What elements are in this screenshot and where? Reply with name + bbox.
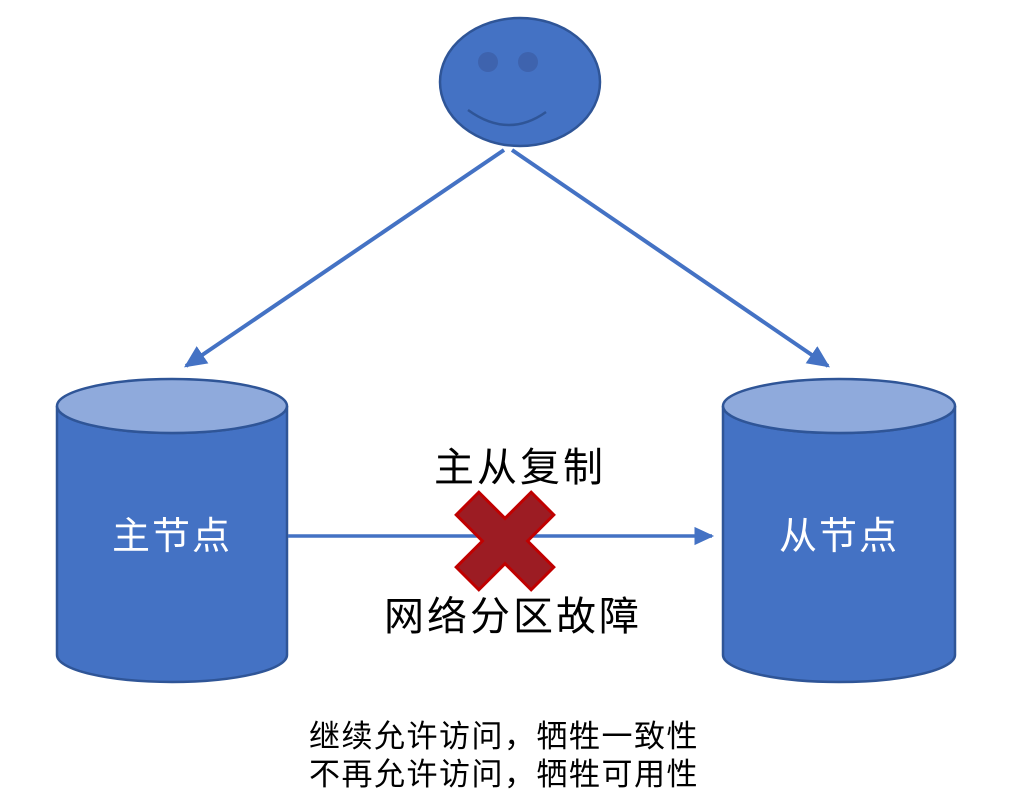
smiley-right-eye: [518, 52, 538, 72]
smiley-mouth: [467, 108, 547, 127]
note-line-2: 不再允许访问，牺牲可用性: [309, 757, 699, 792]
network-partition-x-icon: [454, 490, 556, 592]
master-node-label: 主节点: [111, 516, 232, 558]
cap-tradeoff-notes: 继续允许访问，牺牲一致性 不再允许访问，牺牲可用性: [254, 718, 754, 794]
smiley-face-icon: [438, 16, 602, 148]
network-fault-label: 网络分区故障: [384, 595, 642, 639]
replication-label: 主从复制: [434, 446, 606, 490]
smiley-left-eye: [478, 52, 498, 72]
arrow-client-to-master: [184, 148, 506, 368]
slave-node-label: 从节点: [778, 516, 899, 558]
slave-database-cylinder-icon: [721, 377, 957, 684]
arrow-client-to-slave: [510, 148, 830, 368]
note-line-1: 继续允许访问，牺牲一致性: [309, 719, 699, 754]
master-database-cylinder-icon: [55, 377, 289, 684]
